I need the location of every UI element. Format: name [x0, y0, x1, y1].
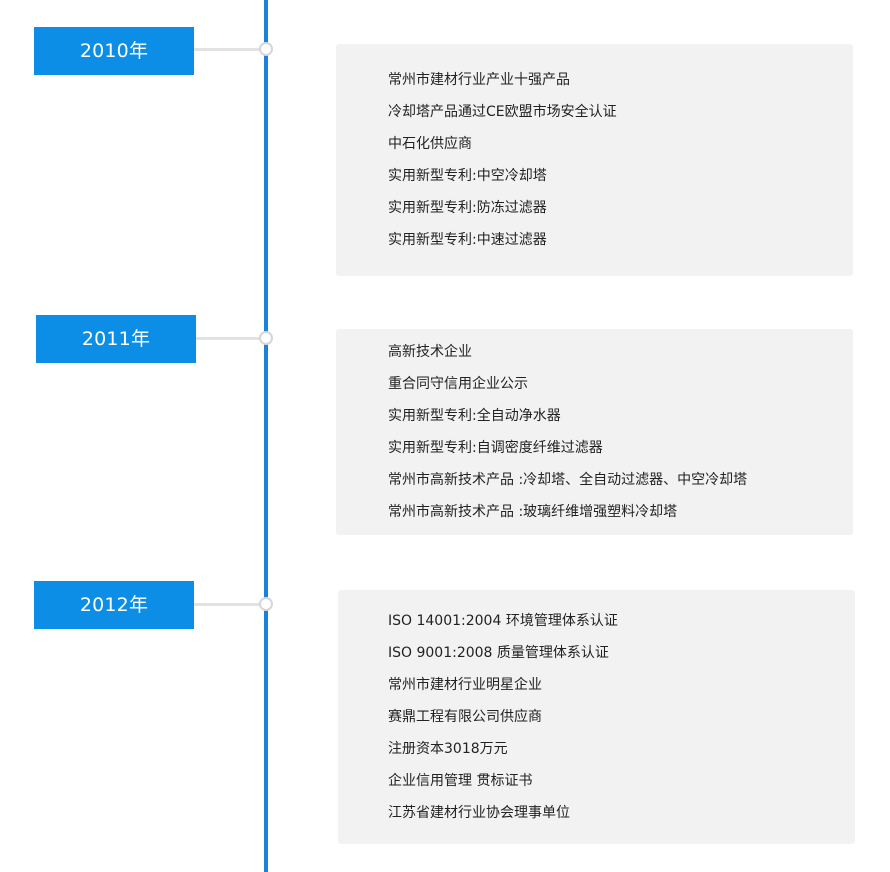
list-item: 赛鼎工程有限公司供应商 — [388, 709, 542, 725]
list-item: 企业信用管理 贯标证书 — [388, 773, 533, 789]
list-item: 常州市建材行业明星企业 — [388, 677, 542, 693]
timeline-node — [259, 331, 273, 345]
list-item: 江苏省建材行业协会理事单位 — [388, 805, 570, 821]
list-item: ISO 9001:2008 质量管理体系认证 — [388, 645, 609, 661]
year-label: 2012年 — [34, 581, 194, 629]
list-item: 重合同守信用企业公示 — [388, 376, 528, 392]
list-item: 实用新型专利:中空冷却塔 — [388, 168, 547, 184]
list-item: 冷却塔产品通过CE欧盟市场安全认证 — [388, 104, 617, 120]
achievements-panel: 高新技术企业 重合同守信用企业公示 实用新型专利:全自动净水器 实用新型专利:自… — [336, 329, 853, 535]
achievements-list: 高新技术企业 重合同守信用企业公示 实用新型专利:全自动净水器 实用新型专利:自… — [336, 329, 853, 528]
list-item: 中石化供应商 — [388, 136, 472, 152]
list-item: 实用新型专利:自调密度纤维过滤器 — [388, 440, 603, 456]
year-label: 2011年 — [36, 315, 196, 363]
achievements-list: 常州市建材行业产业十强产品 冷却塔产品通过CE欧盟市场安全认证 中石化供应商 实… — [336, 44, 853, 256]
list-item: ISO 14001:2004 环境管理体系认证 — [388, 613, 618, 629]
achievements-list: ISO 14001:2004 环境管理体系认证 ISO 9001:2008 质量… — [338, 590, 855, 829]
year-label: 2010年 — [34, 27, 194, 75]
list-item: 实用新型专利:中速过滤器 — [388, 232, 547, 248]
timeline-node — [259, 42, 273, 56]
connector-line — [194, 603, 260, 606]
achievements-panel: 常州市建材行业产业十强产品 冷却塔产品通过CE欧盟市场安全认证 中石化供应商 实… — [336, 44, 853, 276]
list-item: 实用新型专利:全自动净水器 — [388, 408, 561, 424]
connector-line — [194, 48, 260, 51]
list-item: 常州市高新技术产品 :玻璃纤维增强塑料冷却塔 — [388, 504, 678, 520]
timeline-node — [259, 597, 273, 611]
connector-line — [196, 337, 260, 340]
achievements-panel: ISO 14001:2004 环境管理体系认证 ISO 9001:2008 质量… — [338, 590, 855, 844]
list-item: 常州市高新技术产品 :冷却塔、全自动过滤器、中空冷却塔 — [388, 472, 748, 488]
list-item: 实用新型专利:防冻过滤器 — [388, 200, 547, 216]
list-item: 注册资本3018万元 — [388, 741, 508, 757]
timeline-line — [264, 0, 268, 872]
list-item: 高新技术企业 — [388, 344, 472, 360]
list-item: 常州市建材行业产业十强产品 — [388, 72, 570, 88]
